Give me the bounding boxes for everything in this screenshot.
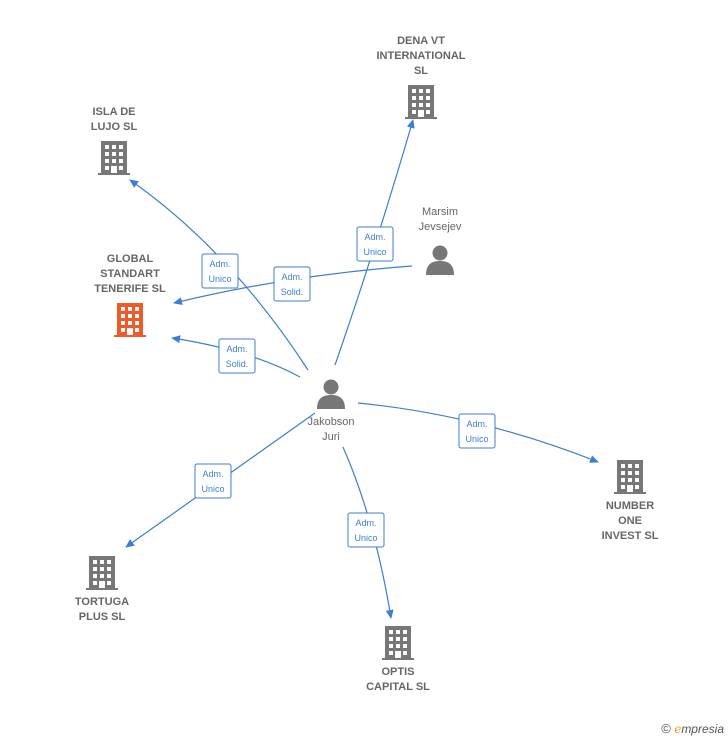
node-label-line: PLUS SL: [79, 611, 126, 623]
node-global[interactable]: GLOBAL STANDART TENERIFE SL: [94, 253, 166, 337]
node-optis[interactable]: OPTIS CAPITAL SL: [366, 626, 430, 693]
person-icon[interactable]: [426, 245, 454, 276]
edge-label-text: Adm.: [281, 272, 302, 282]
node-isla[interactable]: ISLA DE LUJO SL: [91, 106, 138, 175]
node-label-line: OPTIS: [381, 666, 414, 678]
node-label-line: INVEST SL: [602, 530, 659, 542]
edge-label-text: Unico: [208, 274, 231, 284]
edge-label-text: Unico: [465, 434, 488, 444]
node-label-line: Jevsejev: [419, 221, 462, 233]
node-dena[interactable]: DENA VT INTERNATIONAL SL: [376, 35, 466, 119]
node-label-line: CAPITAL SL: [366, 681, 430, 693]
copyright-symbol: ©: [661, 721, 671, 736]
node-label-line: ISLA DE: [93, 106, 136, 118]
building-icon[interactable]: [114, 303, 146, 337]
edge-jak-number: Adm. Unico: [357, 402, 599, 463]
node-label-line: Jakobson: [307, 416, 354, 428]
edge-label-text: Adm.: [226, 344, 247, 354]
node-tortuga[interactable]: TORTUGA PLUS SL: [75, 556, 129, 623]
building-icon[interactable]: [382, 626, 414, 660]
edges-layer: Adm.UnicoAdm.UnicoAdm.Solid.Adm.Solid.Ad…: [125, 119, 599, 619]
node-label-line: TENERIFE SL: [94, 283, 166, 295]
node-number[interactable]: NUMBER ONE INVEST SL: [602, 460, 659, 542]
edge-label-text: Unico: [201, 484, 224, 494]
nodes-layer: DENA VT INTERNATIONAL SL ISLA DE LUJO SL GLOB…: [75, 35, 659, 693]
edge-mar-global: Adm. Solid.: [173, 265, 413, 306]
building-icon[interactable]: [86, 556, 118, 590]
edge-jak-global: Adm. Solid.: [171, 335, 301, 378]
edge-jak-isla: Adm. Unico: [129, 179, 309, 371]
node-label-line: Marsim: [422, 206, 458, 218]
building-icon[interactable]: [614, 460, 646, 494]
building-icon[interactable]: [98, 141, 130, 175]
node-label-line: INTERNATIONAL: [376, 50, 465, 62]
edge-jak-tortuga: Adm. Unico: [125, 412, 316, 548]
edge-label-text: Adm.: [202, 469, 223, 479]
node-label-line: ONE: [618, 515, 642, 527]
edge-jak-optis: Adm. Unico: [342, 446, 394, 619]
node-label-line: SL: [414, 65, 428, 77]
node-label-line: Juri: [322, 431, 340, 443]
edge-label-text: Adm.: [364, 232, 385, 242]
node-label-line: DENA VT: [397, 35, 445, 47]
edge-label-box[interactable]: [458, 413, 496, 449]
edge-label-box[interactable]: [218, 338, 256, 374]
edge-label-box[interactable]: [194, 463, 232, 499]
edge-label-text: Solid.: [226, 359, 249, 369]
edge-label-text: Adm.: [466, 419, 487, 429]
person-icon[interactable]: [317, 379, 345, 410]
edge-label-text: Adm.: [355, 518, 376, 528]
node-label-line: GLOBAL: [107, 253, 154, 265]
node-label-line: NUMBER: [606, 500, 654, 512]
edge-label-text: Adm.: [209, 259, 230, 269]
node-label-line: TORTUGA: [75, 596, 129, 608]
edge-jak-dena: Adm. Unico: [334, 119, 415, 366]
edge-label-box[interactable]: [356, 226, 394, 262]
brand-name: mpresia: [681, 722, 724, 736]
edge-label-box[interactable]: [201, 253, 239, 289]
edge-label-box[interactable]: [347, 512, 385, 548]
footer-brand: © empresia: [661, 721, 724, 736]
edge-label-box[interactable]: [273, 266, 311, 302]
edge-label-text: Unico: [354, 533, 377, 543]
node-label-line: LUJO SL: [91, 121, 138, 133]
edge-label-text: Unico: [363, 247, 386, 257]
edge-label-text: Solid.: [281, 287, 304, 297]
building-icon[interactable]: [405, 85, 437, 119]
node-label-line: STANDART: [100, 268, 160, 280]
brand-initial: e: [674, 722, 682, 736]
